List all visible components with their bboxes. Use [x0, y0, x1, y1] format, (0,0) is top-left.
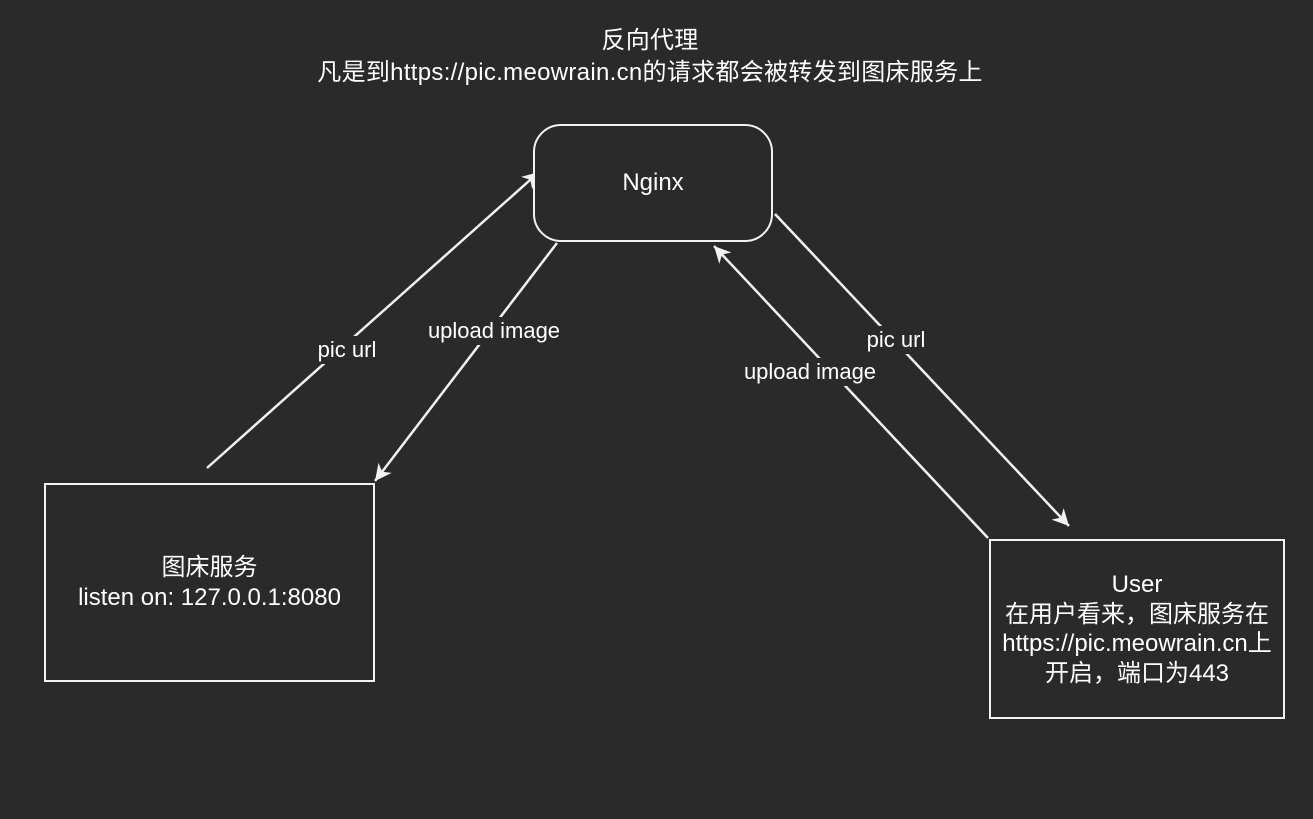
arrow-upload-image-right	[713, 245, 989, 539]
node-user-description-line-1: 在用户看来，图床服务在	[1005, 600, 1269, 628]
node-user-title: User	[1111, 571, 1163, 598]
arrow-pic-url-right	[774, 213, 1070, 527]
diagram-title: 反向代理 凡是到https://pic.meowrain.cn的请求都会被转发到…	[0, 25, 1300, 89]
title-line-1: 反向代理	[601, 27, 699, 54]
node-image-service-listen-address: listen on: 127.0.0.1:8080	[78, 583, 341, 611]
node-user-description-line-2: https://pic.meowrain.cn上	[1002, 630, 1272, 657]
node-user: User 在用户看来，图床服务在 https://pic.meowrain.cn…	[989, 539, 1285, 719]
title-line-2: 凡是到https://pic.meowrain.cn的请求都会被转发到图床服务上	[317, 59, 983, 86]
node-image-service: 图床服务 listen on: 127.0.0.1:8080	[44, 483, 375, 682]
node-nginx-label: Nginx	[622, 169, 684, 196]
edge-label-upload-image-left: upload image	[422, 317, 566, 345]
arrow-pic-url-left	[206, 171, 540, 469]
node-nginx: Nginx	[533, 124, 773, 242]
edge-label-upload-image-right: upload image	[738, 358, 882, 386]
edge-label-pic-url-left: pic url	[312, 336, 382, 364]
node-user-description-line-3: 开启，端口为443	[1044, 659, 1230, 687]
arrow-upload-image-left	[374, 242, 558, 482]
edge-label-pic-url-right: pic url	[861, 326, 931, 354]
node-image-service-title: 图床服务	[161, 553, 258, 581]
